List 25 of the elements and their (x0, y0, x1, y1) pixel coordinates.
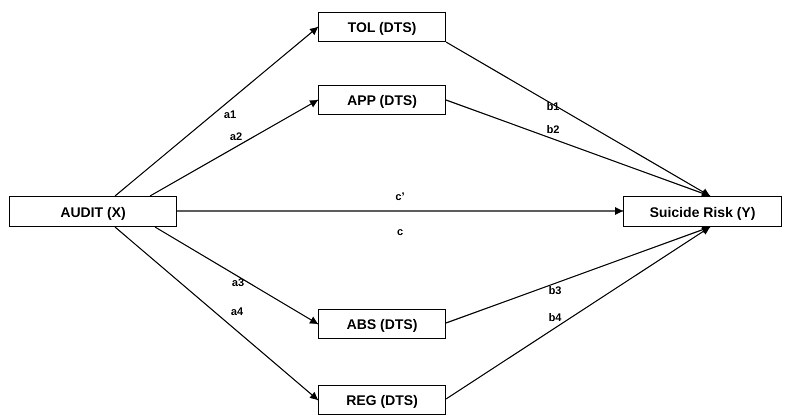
path-label: a2 (230, 131, 242, 143)
path-label: b1 (546, 101, 560, 113)
arrow (150, 99, 318, 197)
variable-box: TOL (DTS) (318, 12, 446, 42)
path-label: b4 (548, 312, 562, 324)
path-label: c (396, 226, 404, 238)
variable-box: APP (DTS) (318, 85, 446, 115)
path-label: b3 (548, 285, 562, 297)
variable-box: Suicide Risk (Y) (623, 196, 782, 227)
arrow (154, 226, 318, 325)
arrow (446, 41, 710, 197)
path-label: c’ (395, 191, 405, 203)
arrow (114, 26, 318, 196)
path-label: a3 (232, 277, 244, 289)
path-label: b2 (546, 124, 560, 136)
path-label: a4 (230, 306, 244, 318)
path-label: a1 (224, 109, 236, 121)
variable-box: AUDIT (X) (9, 196, 177, 227)
arrow (446, 226, 710, 324)
arrow (446, 226, 710, 400)
variable-box: REG (DTS) (318, 385, 446, 415)
arrow (177, 207, 623, 215)
variable-box: ABS (DTS) (318, 309, 446, 339)
arrow (446, 99, 710, 198)
arrow (114, 226, 318, 400)
